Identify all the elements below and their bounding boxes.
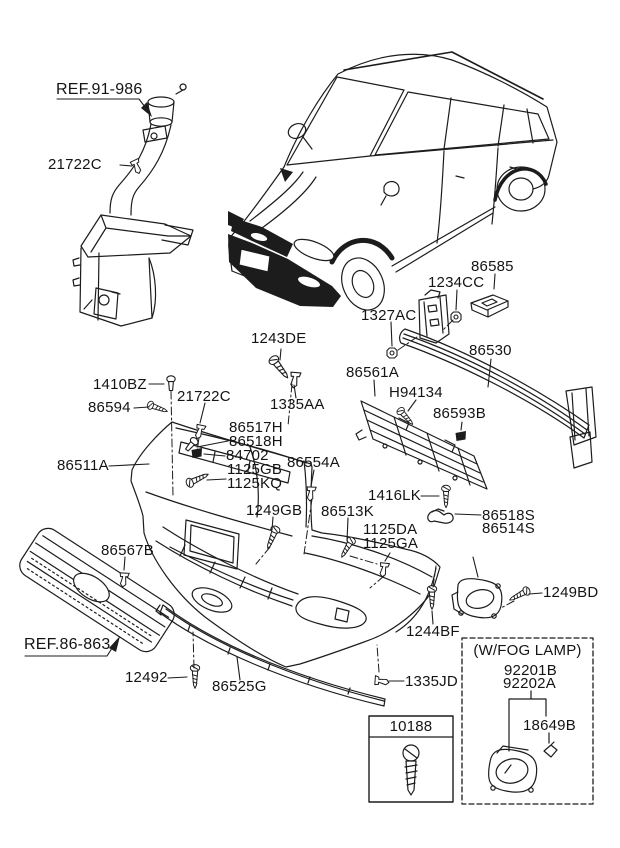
- label-84702: 84702: [226, 447, 269, 464]
- bumper-lower-molding-drawing: [155, 604, 386, 707]
- label-1243de: 1243DE: [251, 330, 307, 347]
- label-h94134: H94134: [389, 384, 443, 401]
- label-1244bf: 1244BF: [406, 623, 460, 640]
- label-92202a: 92202A: [503, 675, 556, 692]
- label-21722c-hose: 21722C: [48, 156, 102, 173]
- label-86567b: 86567B: [101, 542, 154, 559]
- label-86513k: 86513K: [321, 503, 374, 520]
- label-1335aa: 1335AA: [270, 396, 325, 413]
- front-bumper-cover-drawing: [130, 421, 441, 668]
- label-86593b: 86593B: [433, 405, 486, 422]
- label-1410bz: 1410BZ: [93, 376, 147, 393]
- label-86517h: 86517H: [229, 419, 283, 436]
- label-86554a: 86554A: [287, 454, 340, 471]
- label-18649b: 18649B: [523, 717, 576, 734]
- vehicle-drawing: [228, 51, 558, 311]
- label-1327ac: 1327AC: [361, 307, 417, 324]
- fog-lamp-bulb-drawing: [543, 741, 558, 758]
- label-21722c-bumper: 21722C: [177, 388, 231, 405]
- radiator-grille-lower-drawing: [355, 400, 488, 490]
- label-1249bd: 1249BD: [543, 584, 599, 601]
- label-86585: 86585: [471, 258, 514, 275]
- bumper-reinforcement-drawing: [399, 289, 597, 469]
- label-86518s: 86518S: [482, 507, 535, 524]
- label-86514s: 86514S: [482, 520, 535, 537]
- label-1234cc: 1234CC: [428, 274, 485, 291]
- label-10188: 10188: [389, 718, 433, 735]
- label-1416lk: 1416LK: [368, 487, 421, 504]
- label-86525g: 86525G: [212, 678, 267, 695]
- label-ref-86-863[interactable]: REF.86-863: [24, 636, 111, 653]
- construction-lines: [170, 319, 515, 673]
- fog-lamp-drawing: [487, 745, 538, 793]
- label-86511a: 86511A: [57, 457, 109, 474]
- washer-reservoir-drawing: [72, 83, 194, 327]
- bumper-stay-bracket-drawing: [427, 508, 454, 524]
- label-1125gb: 1125GB: [227, 461, 283, 478]
- label-ref-91-986[interactable]: REF.91-986: [56, 81, 143, 98]
- label-86561a: 86561A: [346, 364, 399, 381]
- label-92201b: 92201B: [504, 662, 557, 679]
- bracket-86585-drawing: [470, 294, 509, 311]
- label-1125da: 1125DA: [363, 521, 418, 538]
- hardware-kit-box: [368, 715, 454, 803]
- fastener-glyphs: [117, 157, 532, 689]
- label-86530: 86530: [469, 342, 512, 359]
- label-12492: 12492: [125, 669, 168, 686]
- fog-lamp-option-box: [461, 637, 594, 805]
- label-1335jd: 1335JD: [405, 673, 458, 690]
- label-86518h: 86518H: [229, 433, 283, 450]
- label-fog-lamp-option: (W/FOG LAMP): [473, 642, 582, 659]
- fog-lamp-bezel-drawing: [451, 578, 503, 619]
- label-1249gb: 1249GB: [246, 502, 303, 519]
- front-grille-drawing: [19, 527, 175, 653]
- label-86594: 86594: [88, 399, 131, 416]
- label-1125kq: 1125KQ: [227, 475, 283, 492]
- label-1125ga: 1125GA: [363, 535, 419, 552]
- reference-arrowheads: [109, 102, 152, 652]
